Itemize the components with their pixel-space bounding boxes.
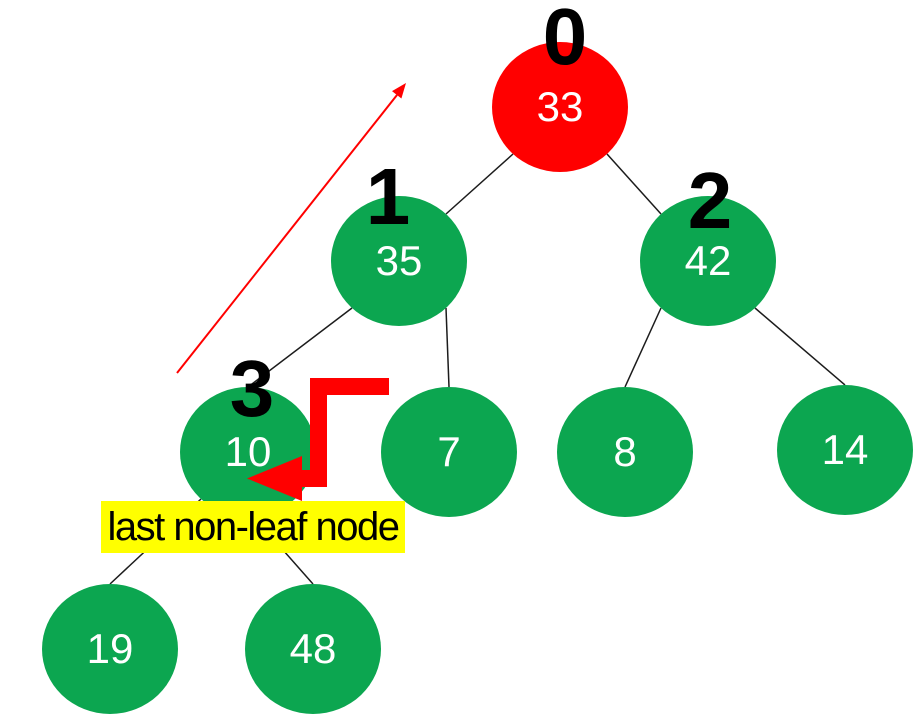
node-value: 48 (289, 625, 337, 672)
index-label-2: 2 (687, 156, 733, 245)
tree-node-14: 14 (777, 385, 913, 515)
last-non-leaf-callout: last non-leaf node (101, 501, 405, 553)
tree-node-33: 33 (492, 42, 628, 172)
node-value: 19 (86, 625, 134, 672)
tree-node-8: 8 (557, 387, 693, 517)
callout-text: last non-leaf node (107, 504, 400, 549)
index-label-0: 0 (542, 0, 588, 81)
tree-node-19: 19 (42, 584, 178, 714)
index-label-3: 3 (229, 344, 275, 433)
tree-node-48: 48 (245, 584, 381, 714)
tree-node-7: 7 (381, 387, 517, 517)
edge-42-8 (624, 307, 662, 388)
edge-33-35 (445, 153, 514, 215)
node-value: 14 (821, 426, 869, 473)
node-value: 10 (224, 428, 272, 475)
node-value: 42 (684, 237, 732, 284)
node-value: 35 (375, 237, 423, 284)
edge-35-7 (445, 307, 450, 388)
edge-33-42 (606, 153, 662, 215)
edge-42-14 (754, 307, 846, 386)
tree-node-42: 42 (640, 196, 776, 326)
index-label-1: 1 (365, 152, 411, 241)
node-value: 33 (536, 83, 584, 130)
node-value: 7 (437, 428, 461, 475)
node-value: 8 (613, 428, 637, 475)
